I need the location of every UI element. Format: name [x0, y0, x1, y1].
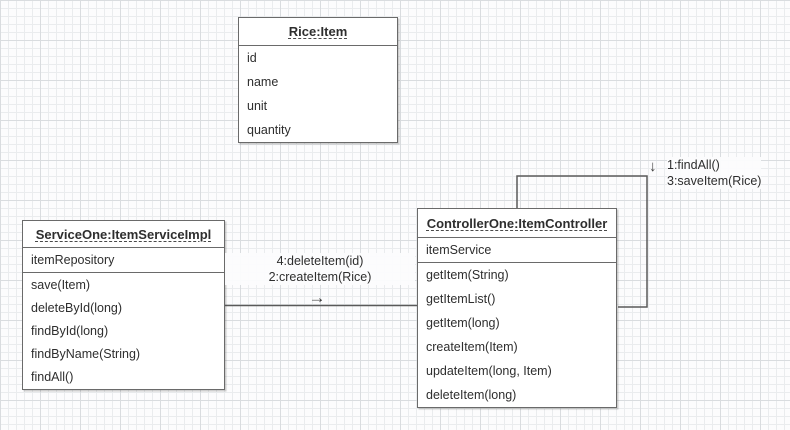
method-row: findById(long)	[31, 324, 109, 338]
edge-label-line: 2:createItem(Rice)	[268, 270, 372, 284]
attribute-section: id name unit quantity	[239, 46, 397, 142]
method-row: updateItem(long, Item)	[426, 364, 552, 378]
attribute-section: itemService	[418, 238, 616, 263]
attribute-row: quantity	[247, 123, 291, 137]
method-row: deleteById(long)	[31, 300, 123, 315]
edge-label-line: 1:findAll()	[667, 158, 720, 172]
attribute-row: unit	[247, 99, 268, 113]
edge-label-line: 3:saveItem(Rice)	[667, 174, 762, 188]
edge-label-service-controller[interactable]: 4:deleteItem(id) 2:createItem(Rice)	[225, 253, 415, 285]
method-row: save(Item)	[31, 277, 91, 292]
right-arrow-icon: →	[308, 288, 326, 307]
attribute-row: id	[247, 51, 257, 65]
method-section: save(Item) deleteById(long) findById(lon…	[23, 273, 224, 389]
attribute-row: name	[247, 75, 279, 89]
class-box-serviceone-itemserviceimpl[interactable]: ServiceOne:ItemServiceImpl itemRepositor…	[22, 220, 225, 390]
attribute-row: itemRepository	[31, 253, 115, 267]
class-title: ServiceOne:ItemServiceImpl	[23, 221, 224, 248]
method-row: getItem(long)	[426, 316, 500, 330]
class-box-controllerone-itemcontroller[interactable]: ControllerOne:ItemController itemService…	[417, 208, 617, 408]
method-row: deleteItem(long)	[426, 388, 517, 402]
class-title-text: ControllerOne:ItemController	[426, 215, 608, 231]
class-title: ControllerOne:ItemController	[418, 209, 616, 238]
down-arrow-icon: ↓	[649, 158, 657, 175]
method-row: createItem(Item)	[426, 340, 518, 354]
attribute-row: itemService	[426, 243, 492, 257]
method-row: getItem(String)	[426, 268, 509, 282]
method-row: findByName(String)	[31, 347, 141, 362]
method-row: findAll()	[31, 370, 74, 385]
class-title: Rice:Item	[239, 18, 397, 46]
method-section: getItem(String) getItemList() getItem(lo…	[418, 263, 616, 407]
class-title-text: Rice:Item	[288, 24, 348, 39]
class-title-text: ServiceOne:ItemServiceImpl	[35, 226, 212, 242]
attribute-section: itemRepository	[23, 248, 224, 273]
class-box-rice-item[interactable]: Rice:Item id name unit quantity	[238, 17, 398, 143]
edge-label-controller-loop[interactable]: 1:findAll() 3:saveItem(Rice)	[667, 157, 762, 189]
edge-label-line: 4:deleteItem(id)	[276, 254, 364, 268]
method-row: getItemList()	[426, 292, 496, 306]
